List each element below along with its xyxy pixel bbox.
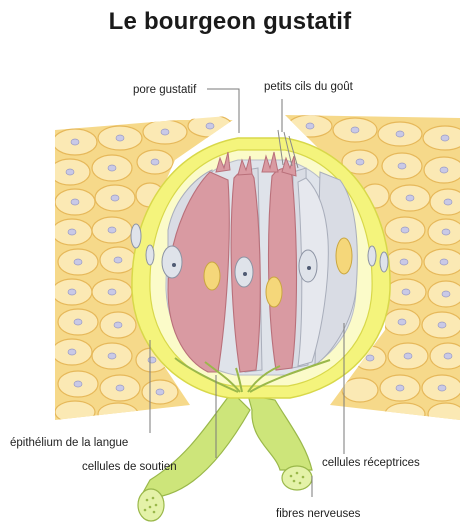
nerve-fibres — [138, 392, 312, 521]
label-cellules-receptrices: cellules réceptrices — [322, 457, 420, 469]
label-fibres-nerveuses: fibres nerveuses — [276, 508, 361, 520]
label-epithelium: épithélium de la langue — [10, 437, 128, 449]
label-petits-cils: petits cils du goût — [264, 81, 354, 93]
receptor-cell-3 — [269, 169, 297, 371]
label-cellules-soutien: cellules de soutien — [82, 461, 177, 473]
label-pore-gustatif: pore gustatif — [133, 84, 197, 96]
